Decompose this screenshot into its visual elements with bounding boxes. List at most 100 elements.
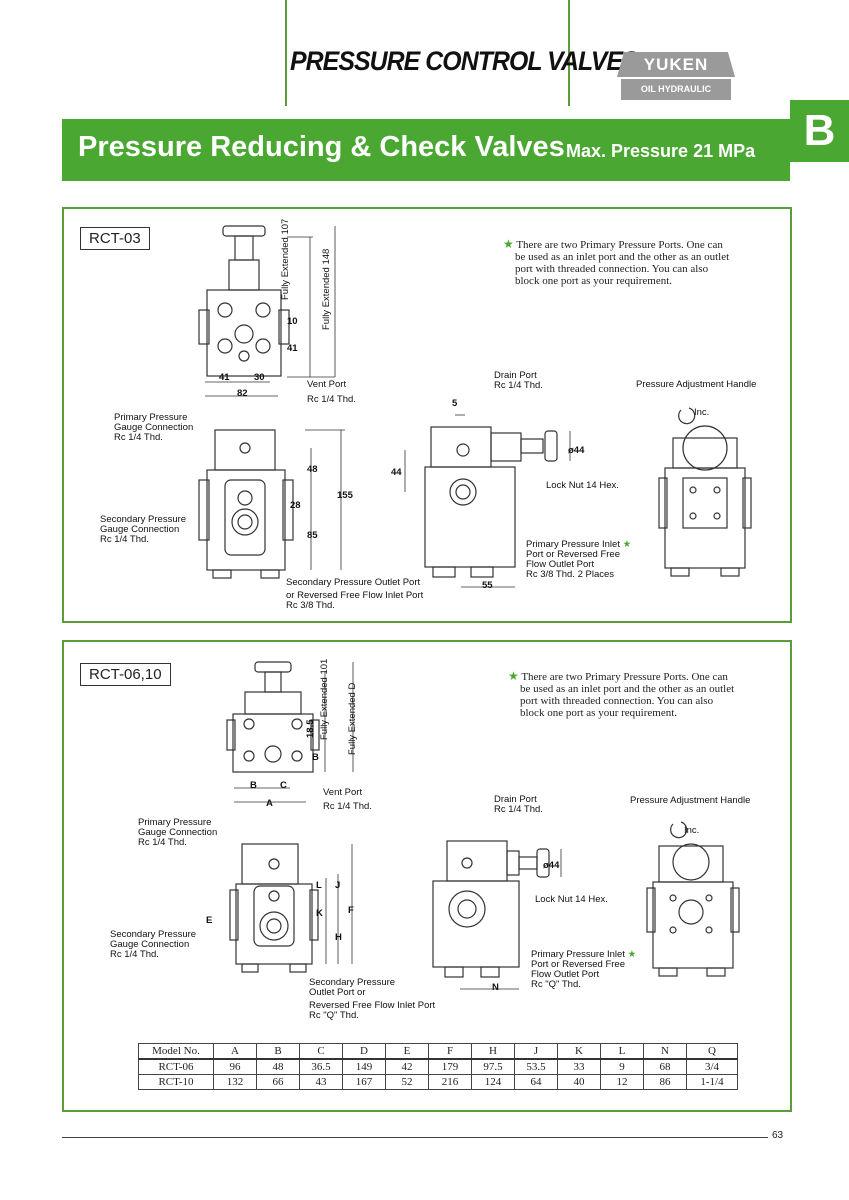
dim-b: B (250, 780, 257, 791)
cell: 216 (428, 1074, 472, 1090)
col-l: L (600, 1043, 644, 1060)
logo-brand: YUKEN (617, 52, 735, 77)
cell: 132 (213, 1074, 257, 1090)
dim-82: 82 (237, 388, 248, 399)
vent-port-label-2: Vent Port (323, 787, 363, 798)
dim-b-v: B (312, 752, 319, 763)
dim-85: 85 (307, 530, 318, 541)
yuken-logo: YUKEN OIL HYDRAULIC EQUIPMENT (617, 52, 735, 115)
table-row: RCT-06 96 48 36.5 149 42 179 97.5 53.5 3… (138, 1058, 738, 1075)
dim-30: 30 (254, 372, 265, 383)
col-d: D (342, 1043, 386, 1060)
vent-port-label: Vent Port (307, 379, 347, 390)
header-rule-left (285, 0, 287, 106)
section-tab: B (790, 100, 849, 162)
cell: 9 (600, 1058, 644, 1075)
cell: 86 (643, 1074, 687, 1090)
rct0610-side-view (432, 840, 562, 990)
dim-n: N (492, 982, 499, 993)
cell: 124 (471, 1074, 515, 1090)
dim-l: L (316, 880, 322, 891)
col-e: E (385, 1043, 429, 1060)
cell: 43 (299, 1074, 343, 1090)
inc-label: Inc. (694, 407, 710, 418)
cell: 48 (256, 1058, 300, 1075)
col-c: C (299, 1043, 343, 1060)
dimension-table: Model No. A B C D E F H J K L N Q RCT-06… (138, 1043, 738, 1090)
col-h: H (471, 1043, 515, 1060)
dim-41: 41 (219, 372, 230, 383)
note-rct-03: ★ There are two Primary Pressure Ports. … (503, 237, 730, 287)
header-rule-right (568, 0, 570, 106)
rct03-rear-view (658, 407, 752, 577)
rct03-front-view (198, 429, 345, 579)
cell: 52 (385, 1074, 429, 1090)
rct0610-rear-view (646, 821, 740, 977)
cell: 149 (342, 1058, 386, 1075)
cell: 3/4 (686, 1058, 738, 1075)
dim-fully-ext-107: Fully Extended 107 (280, 218, 291, 300)
col-a: A (213, 1043, 257, 1060)
rct0610-front-view (229, 843, 353, 973)
dim-k: K (316, 908, 323, 919)
col-b: B (256, 1043, 300, 1060)
cell: 64 (514, 1074, 558, 1090)
dim-28: 28 (290, 500, 301, 511)
cell: 12 (600, 1074, 644, 1090)
footer-rule (62, 1137, 768, 1138)
dim-dia-44: ø44 (568, 445, 585, 456)
col-model: Model No. (138, 1043, 214, 1060)
cell: 1-1/4 (686, 1074, 738, 1090)
cell: 40 (557, 1074, 601, 1090)
handle-label-2: Pressure Adjustment Handle (630, 795, 751, 806)
dim-10: 10 (287, 316, 298, 327)
cell: 33 (557, 1058, 601, 1075)
cell: 42 (385, 1058, 429, 1075)
cell: 179 (428, 1058, 472, 1075)
rct03-side-view (404, 414, 571, 588)
cell: 96 (213, 1058, 257, 1075)
dim-5: 5 (452, 398, 458, 409)
primary-inlet-label-2: Primary Pressure Inlet ★ Port or Reverse… (531, 949, 637, 990)
cell: 68 (643, 1058, 687, 1075)
logo-tagline: OIL HYDRAULIC EQUIPMENT (621, 79, 731, 115)
dim-j: J (335, 880, 341, 891)
title-banner: Pressure Reducing & Check Valves Max. Pr… (62, 119, 790, 181)
star-icon: ★ (503, 237, 514, 251)
rct03-top-view (198, 225, 336, 378)
inc-label-2: Inc. (684, 825, 700, 836)
dim-44-v: 44 (391, 467, 402, 478)
dim-f: F (348, 905, 354, 916)
note-rct-06-10: ★ There are two Primary Pressure Ports. … (508, 669, 735, 719)
rct03-top-dims (205, 381, 278, 397)
cell: 97.5 (471, 1058, 515, 1075)
star-icon: ★ (508, 669, 519, 683)
dim-48: 48 (307, 464, 318, 475)
vent-port-thd-2: Rc 1/4 Thd. (323, 801, 372, 812)
dim-55: 55 (482, 580, 493, 591)
max-pressure: Max. Pressure 21 MPa (566, 141, 756, 161)
dim-e: E (206, 915, 213, 926)
handle-label: Pressure Adjustment Handle (636, 379, 757, 390)
lock-nut-label: Lock Nut 14 Hex. (546, 480, 619, 491)
dim-h: H (335, 932, 342, 943)
col-j: J (514, 1043, 558, 1060)
dim-fully-ext-d: Fully Extended D (347, 682, 358, 755)
rct0610-top-dims (234, 787, 306, 803)
page-title: Pressure Reducing & Check Valves (78, 131, 565, 163)
rct0610-top-view (226, 661, 354, 773)
model-tag-rct-06-10: RCT-06,10 (80, 663, 171, 686)
panel-rct-03 (62, 207, 792, 623)
lock-nut-label-2: Lock Nut 14 Hex. (535, 894, 608, 905)
model-tag-rct-03: RCT-03 (80, 227, 150, 250)
dim-dia-44-2: ø44 (543, 860, 560, 871)
dim-fully-ext-148: Fully Extended 148 (321, 248, 332, 330)
dim-fully-ext-101: Fully Extended 101 (319, 658, 330, 740)
series-title: PRESSURE CONTROL VALVES (290, 46, 639, 76)
cell: 167 (342, 1074, 386, 1090)
